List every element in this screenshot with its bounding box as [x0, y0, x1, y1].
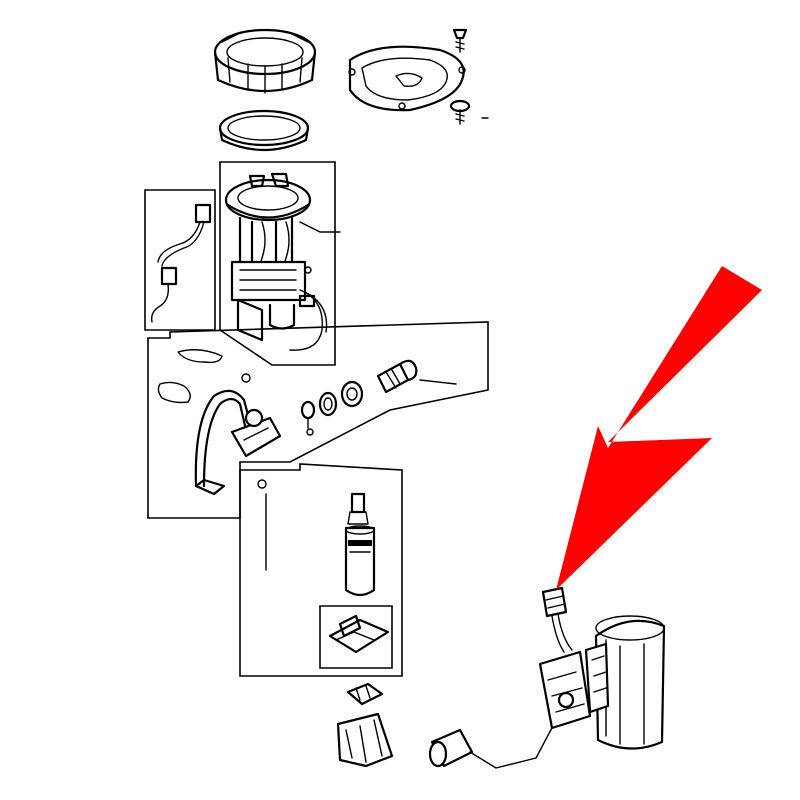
cover-screw-bottom: [449, 99, 489, 125]
wire-harness: [150, 203, 212, 323]
o-ring-small: [300, 400, 316, 436]
return-line-callout-box: [147, 321, 489, 519]
red-pointer-arrow: [556, 266, 762, 590]
pump-reservoir-housing: [584, 615, 666, 750]
module-callout-box: [219, 161, 336, 366]
pump-callout-box: [239, 463, 403, 677]
pump-bracket: [336, 712, 394, 768]
retaining-clip-1: [177, 349, 223, 364]
fuel-level-sender-connector: [541, 586, 573, 653]
pump-mount-grommet: [346, 682, 384, 706]
base-gasket: [218, 109, 310, 152]
o-ring-large: [340, 380, 364, 408]
fuel-pump-module: [224, 172, 328, 351]
access-cover-plate: [348, 45, 466, 112]
pump-filter-strainer: [328, 614, 390, 654]
fuel-level-float: [428, 723, 555, 769]
fuel-pump-motor: [344, 492, 376, 597]
fuel-level-sender-unit: [538, 650, 592, 730]
lock-ring: [213, 28, 317, 94]
fuel-fitting-nipple: [376, 359, 457, 394]
cover-screw-top: [452, 28, 468, 53]
o-ring-medium: [318, 391, 338, 417]
fuel-tube-regulator: [194, 389, 282, 496]
retaining-clip-2: [157, 381, 191, 404]
